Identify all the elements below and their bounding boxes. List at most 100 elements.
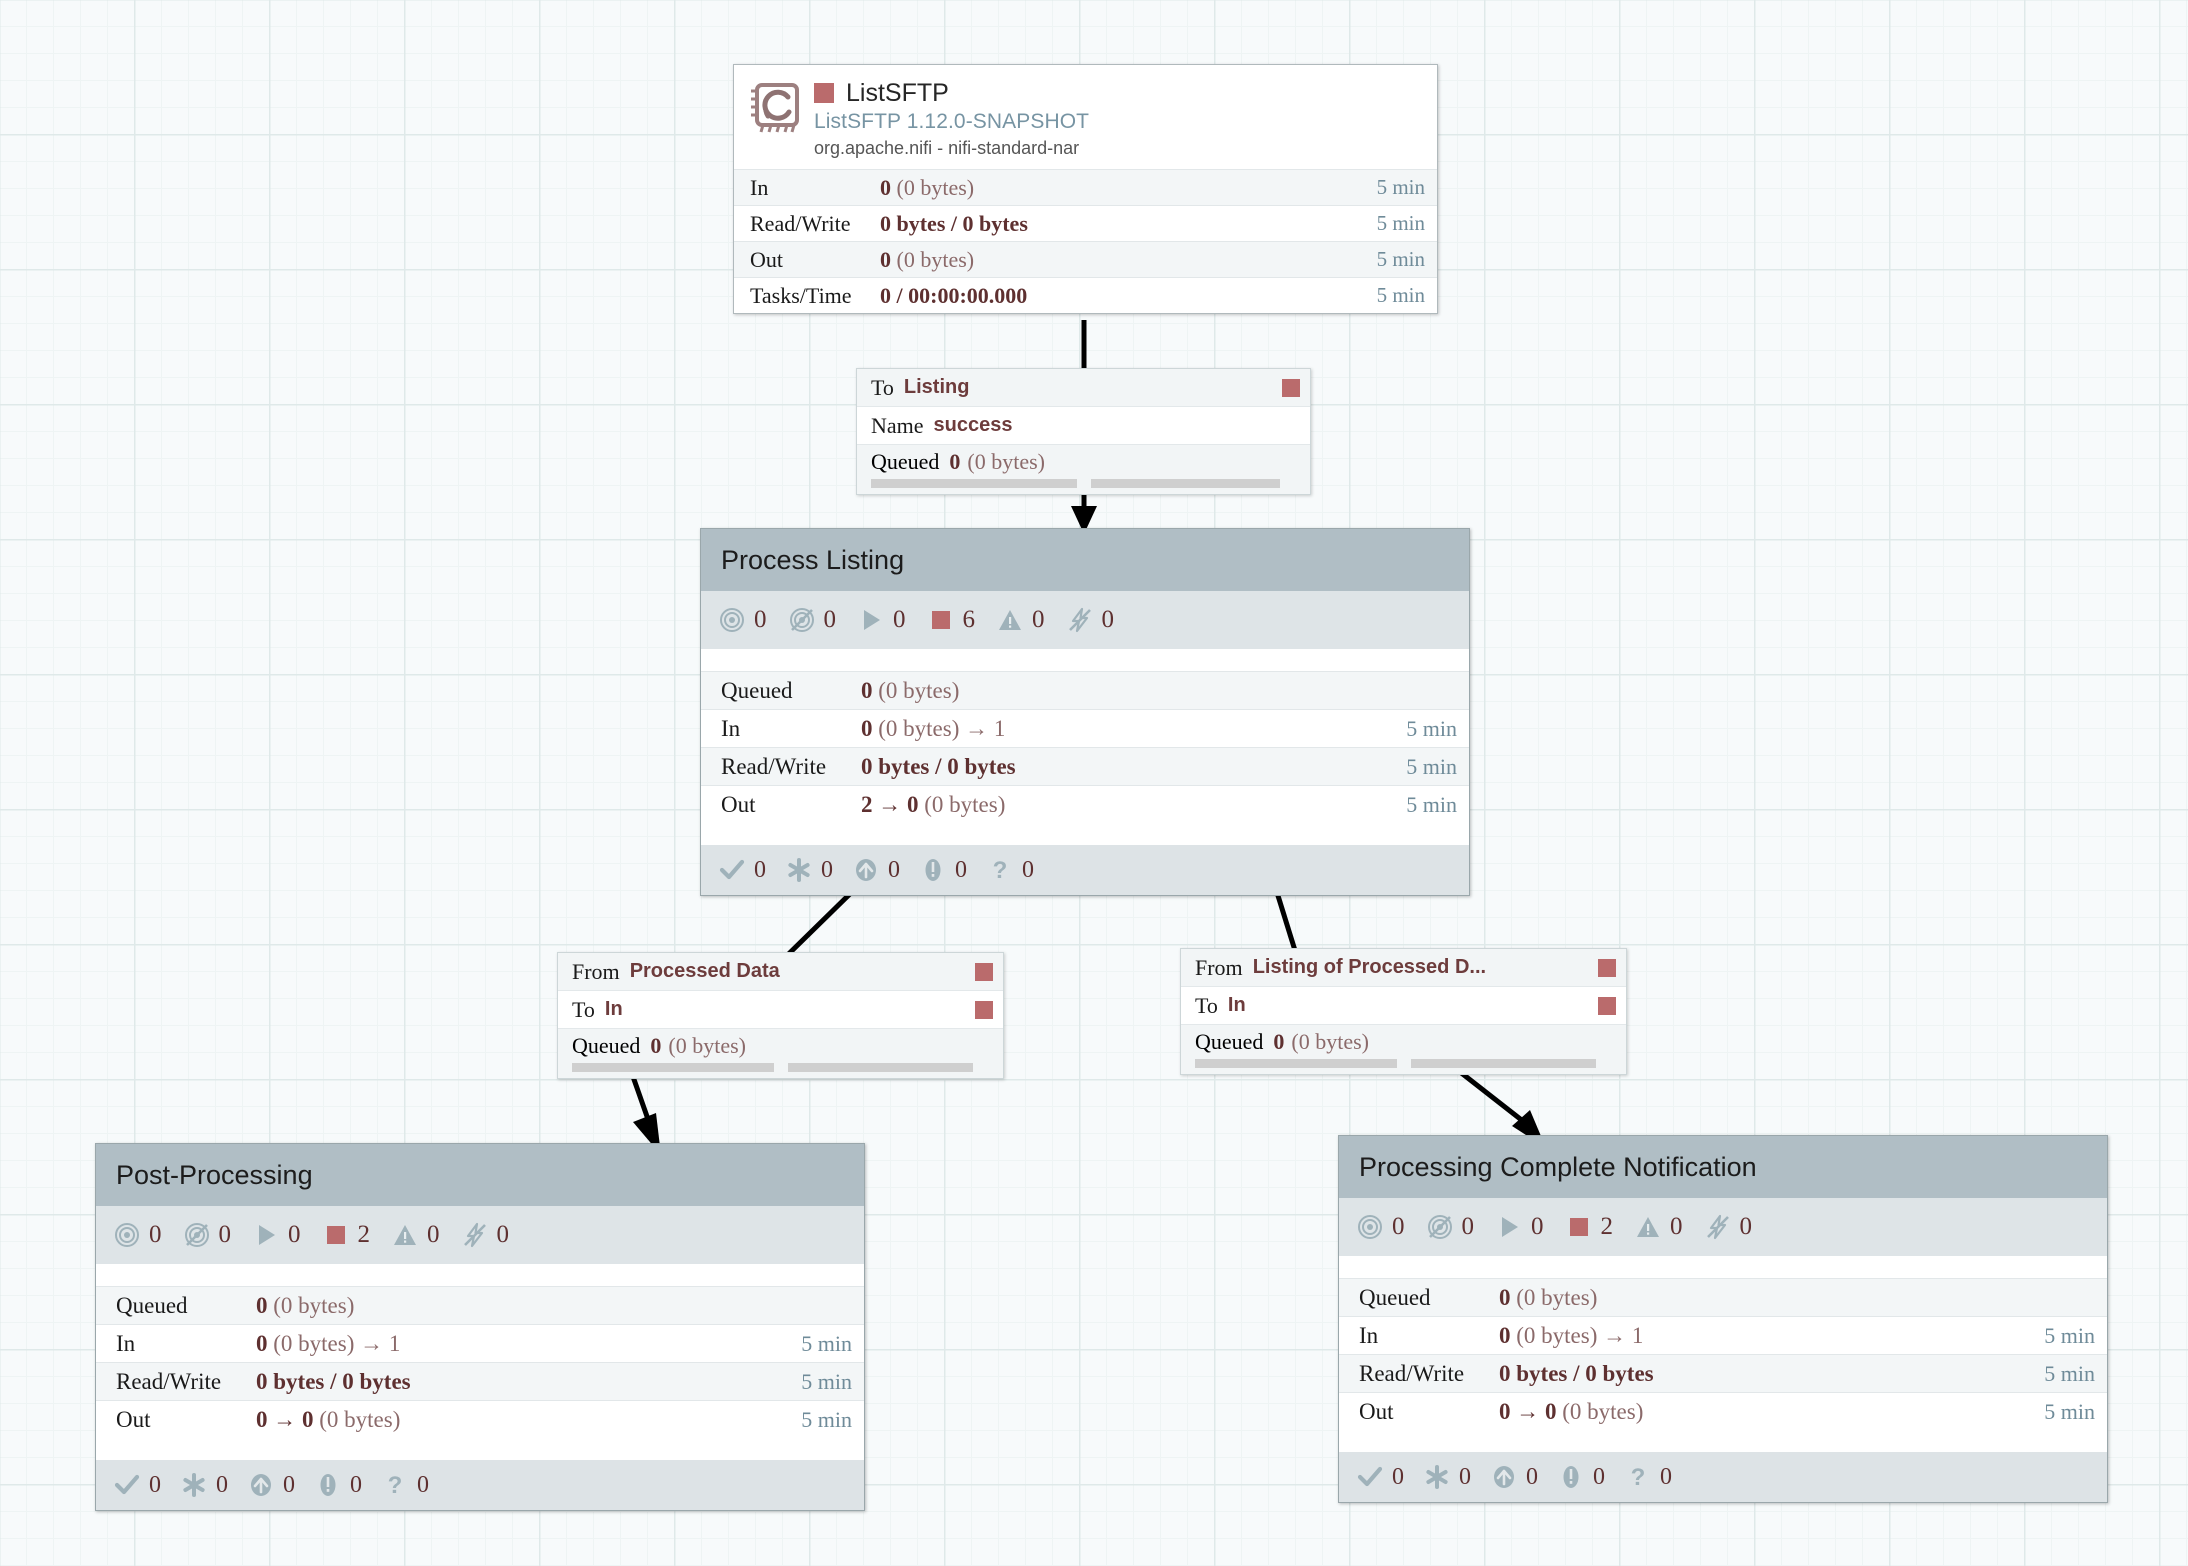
- stat-time: 5 min: [1376, 247, 1425, 272]
- queue-size-bar: [1411, 1059, 1597, 1068]
- stat-label: Queued: [721, 677, 793, 703]
- stat-value: 0 (0 bytes) → 1: [1499, 1322, 1644, 1348]
- stopped-icon-group[interactable]: 2: [323, 1221, 370, 1249]
- invalid-icon-group[interactable]: 0: [997, 606, 1045, 634]
- stopped-icon-group[interactable]: 2: [1566, 1213, 1613, 1241]
- processor-listsftp[interactable]: ListSFTP ListSFTP 1.12.0-SNAPSHOT org.ap…: [733, 64, 1438, 315]
- transmitting-icon-group[interactable]: 0: [1357, 1213, 1405, 1241]
- sync-failure-icon-count: 0: [1022, 856, 1034, 883]
- locally-modified-icon-group[interactable]: 0: [1424, 1464, 1471, 1491]
- stat-label: In: [1359, 1322, 1379, 1348]
- not-transmitting-icon: [184, 1222, 210, 1248]
- stat-value: 0 → 0 (0 bytes): [1499, 1398, 1644, 1424]
- running-icon-group[interactable]: 0: [858, 606, 906, 634]
- connection-row-value: Processed Data: [629, 960, 780, 982]
- sync-failure-icon: ?: [987, 857, 1013, 884]
- disabled-icon-count: 0: [1739, 1213, 1753, 1240]
- transmitting-icon-group[interactable]: 0: [719, 606, 767, 634]
- stat-time: 5 min: [1406, 753, 1457, 779]
- stat-time: 5 min: [1376, 283, 1425, 308]
- connection-row-value: success: [933, 414, 1013, 436]
- locally-modified-stale-icon-count: 0: [955, 856, 967, 883]
- locally-modified-stale-icon-group[interactable]: 0: [315, 1472, 362, 1499]
- disabled-icon-group[interactable]: 0: [462, 1221, 509, 1249]
- stat-label: Read/Write: [721, 753, 827, 779]
- running-icon-group[interactable]: 0: [1496, 1213, 1544, 1241]
- not-transmitting-icon-group[interactable]: 0: [1427, 1213, 1474, 1241]
- connection-progress-bars: [558, 1063, 1003, 1078]
- connection-row-value: In: [1227, 994, 1246, 1016]
- locally-modified-icon-group[interactable]: 0: [181, 1472, 228, 1499]
- transmitting-icon: [114, 1222, 140, 1248]
- not-transmitting-icon-group[interactable]: 0: [184, 1221, 232, 1249]
- queued-count: 0: [1273, 1029, 1285, 1054]
- disabled-icon-group[interactable]: 0: [1705, 1213, 1753, 1241]
- stat-value: 0 bytes / 0 bytes: [880, 210, 1028, 236]
- stat-time: 5 min: [801, 1330, 852, 1356]
- stat-value: 0 (0 bytes): [880, 246, 975, 272]
- transmitting-icon-group[interactable]: 0: [114, 1221, 162, 1249]
- locally-modified-icon-group[interactable]: 0: [786, 857, 833, 884]
- transmitting-icon: [719, 607, 745, 633]
- queued-count: 0: [949, 449, 961, 474]
- transmitting-icon: [1357, 1214, 1383, 1240]
- queued-count: 0: [650, 1033, 662, 1058]
- not-transmitting-icon: [789, 607, 815, 633]
- stale-icon-count: 0: [1526, 1463, 1538, 1490]
- disabled-icon: [1067, 607, 1093, 633]
- stale-icon-group[interactable]: 0: [1491, 1464, 1538, 1491]
- running-icon-group[interactable]: 0: [253, 1221, 301, 1249]
- stopped-status-icon: [1282, 378, 1300, 397]
- stat-time: 5 min: [1376, 211, 1425, 236]
- sync-failure-icon-group[interactable]: ?0: [1625, 1464, 1672, 1492]
- stat-value: 0 (0 bytes): [861, 677, 960, 703]
- invalid-icon: [1635, 1214, 1661, 1240]
- locally-modified-icon-count: 0: [1459, 1463, 1471, 1490]
- queued-label: Queued: [871, 449, 940, 474]
- sync-failure-icon: ?: [1625, 1464, 1651, 1491]
- locally-modified-stale-icon-group[interactable]: 0: [920, 857, 967, 884]
- sync-failure-icon-group[interactable]: ?0: [382, 1472, 429, 1500]
- queued-size: (0 bytes): [668, 1033, 747, 1058]
- up-to-date-icon-group[interactable]: 0: [1357, 1464, 1404, 1491]
- sync-failure-icon-group[interactable]: ?0: [987, 856, 1034, 885]
- running-icon-count: 0: [288, 1221, 301, 1248]
- stat-label: Out: [750, 246, 783, 272]
- transmitting-icon-count: 0: [1392, 1213, 1405, 1240]
- up-to-date-icon-group[interactable]: 0: [719, 857, 766, 884]
- stat-time: 5 min: [1406, 715, 1457, 741]
- process-group-title: Post-Processing: [116, 1159, 313, 1190]
- stale-icon: [1491, 1464, 1517, 1490]
- stale-icon-group[interactable]: 0: [248, 1472, 295, 1499]
- running-icon-count: 0: [893, 606, 906, 633]
- locally-modified-stale-icon-count: 0: [1593, 1463, 1605, 1490]
- up-to-date-icon-group[interactable]: 0: [114, 1472, 161, 1499]
- invalid-icon-group[interactable]: 0: [392, 1221, 440, 1249]
- stat-time: 5 min: [801, 1406, 852, 1432]
- locally-modified-stale-icon-group[interactable]: 0: [1558, 1464, 1605, 1491]
- stopped-icon-group[interactable]: 6: [928, 606, 976, 634]
- stale-icon-group[interactable]: 0: [853, 857, 900, 884]
- not-transmitting-icon-group[interactable]: 0: [789, 606, 836, 634]
- disabled-icon-count: 0: [1101, 606, 1115, 633]
- stopped-icon-count: 6: [962, 606, 976, 633]
- not-transmitting-icon-count: 0: [218, 1221, 232, 1248]
- locally-modified-icon: [1424, 1464, 1450, 1490]
- invalid-icon-count: 0: [1032, 606, 1045, 633]
- invalid-icon-group[interactable]: 0: [1635, 1213, 1683, 1241]
- disabled-icon-group[interactable]: 0: [1067, 606, 1115, 634]
